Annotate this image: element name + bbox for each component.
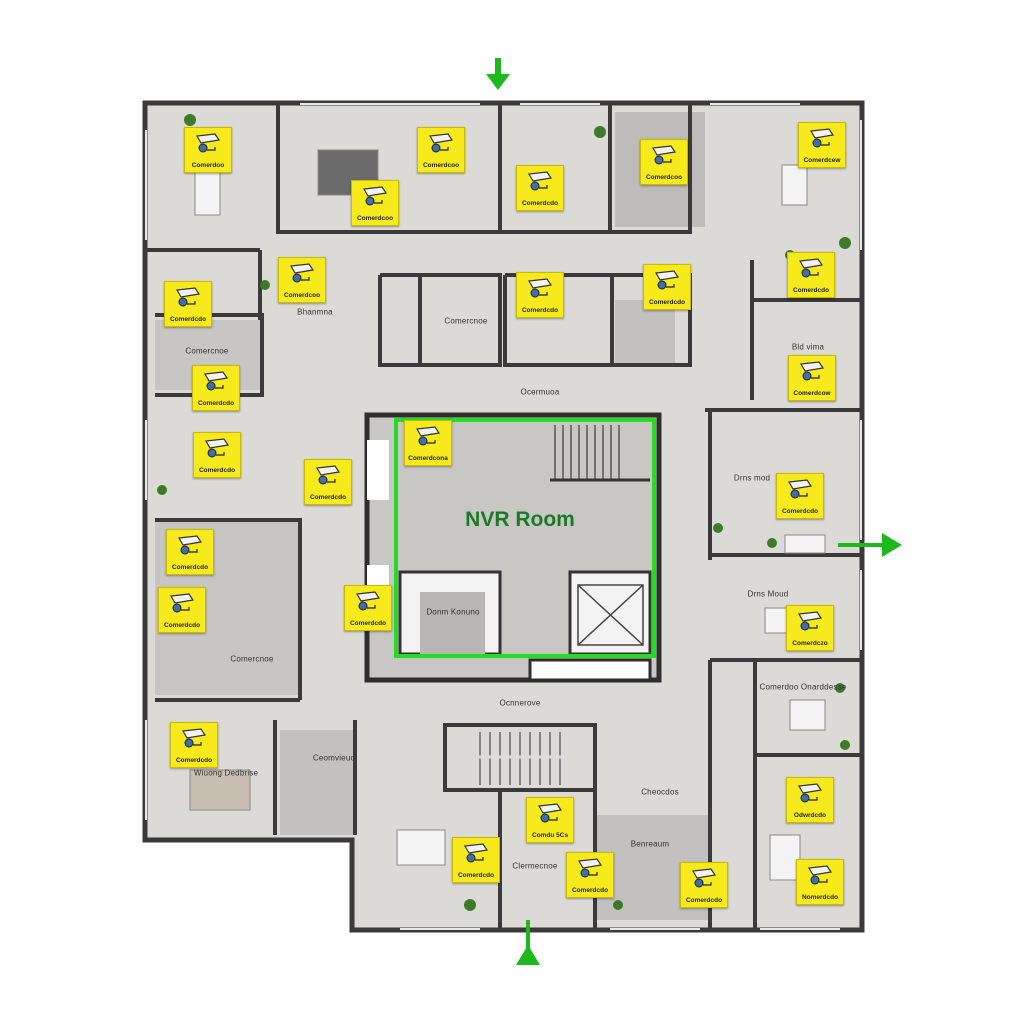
room-label: Benreaum <box>630 839 670 849</box>
camera-label: Comerdcdo <box>781 508 819 515</box>
core-pillar <box>367 565 389 585</box>
camera-label: Comerdcdo <box>171 564 209 571</box>
camera-badge[interactable]: Comdu 5Cs <box>526 797 574 843</box>
camera-label: Comerdcdo <box>349 620 387 627</box>
camera-label: Comerdcew <box>803 157 841 164</box>
room-label: Bhanmna <box>297 307 333 317</box>
camera-badge[interactable]: Comerdcdo <box>787 252 835 298</box>
camera-badge[interactable]: Comerdcdo <box>344 585 392 631</box>
camera-badge[interactable]: Comerdcdo <box>452 837 500 883</box>
camera-badge[interactable]: Comerdcdo <box>516 165 564 211</box>
camera-label: Comerdczo <box>792 640 828 647</box>
camera-badge[interactable]: Comerdcew <box>798 122 846 168</box>
room-label: Comercnoe <box>185 346 229 356</box>
camera-badge[interactable]: Comerdcdo <box>166 529 214 575</box>
main-stairs <box>478 732 565 785</box>
camera-label: Comerdcdo <box>175 757 213 764</box>
camera-badge[interactable]: Comerdcoo <box>351 180 399 226</box>
camera-badge[interactable]: Comerdcdo <box>643 264 691 310</box>
camera-label: Comerdcoo <box>422 162 460 169</box>
camera-label: Comerdcdo <box>309 494 347 501</box>
camera-badge[interactable]: Comerdcona <box>404 420 452 466</box>
arrow-right-icon <box>838 533 902 557</box>
camera-label: Comerdcdo <box>169 316 207 323</box>
camera-label: Comerdcdo <box>648 299 686 306</box>
camera-label: Comerdoo <box>191 162 225 169</box>
camera-label: Comerdcdo <box>198 467 236 474</box>
room-label: Drns Moud <box>747 589 789 599</box>
nvr-stairs <box>550 425 650 482</box>
camera-badge[interactable]: Comerdcoo <box>640 139 688 185</box>
camera-badge[interactable]: Comerdoo <box>184 127 232 173</box>
arrow-up-icon <box>516 920 540 965</box>
camera-label: Comerdcdo <box>521 307 559 314</box>
camera-label: Comerdcdo <box>457 872 495 879</box>
room-label: Comercnoe <box>230 654 274 664</box>
camera-label: Comerdcdo <box>792 287 830 294</box>
camera-label: Nomerdcdo <box>801 894 839 901</box>
camera-badge[interactable]: Comerdcdo <box>776 473 824 519</box>
camera-label: Comerdcoo <box>283 292 321 299</box>
nvr-room-label: NVR Room <box>465 508 575 531</box>
room-label: Wiuong Dedbrise <box>193 768 259 778</box>
camera-label: Comerdcow <box>793 390 831 397</box>
interior-walls <box>145 103 862 930</box>
room-label: Comercnoe <box>444 316 488 326</box>
camera-badge[interactable]: Comerdcdo <box>304 459 352 505</box>
furniture <box>189 149 826 881</box>
room-floor <box>615 300 675 365</box>
camera-badge[interactable]: Comerdcdo <box>566 852 614 898</box>
closet-floor <box>420 592 485 654</box>
camera-badge[interactable]: Comerdcow <box>788 355 836 401</box>
room-label: Drns mod <box>733 473 771 483</box>
plants <box>157 114 851 911</box>
camera-label: Comerdcdo <box>571 887 609 894</box>
arrow-down-icon <box>486 58 510 90</box>
elevator-cross <box>577 584 644 646</box>
core-pillar <box>367 440 389 500</box>
camera-badge[interactable]: Comerdcdo <box>158 587 206 633</box>
nvr-room-outline <box>394 418 656 658</box>
room-floor <box>280 730 355 835</box>
camera-badge[interactable]: Comerdcdo <box>164 281 212 327</box>
camera-badge[interactable]: Odwrdcdo <box>786 777 834 823</box>
room-label: Ceomvieuo <box>312 753 356 763</box>
camera-label: Odwrdcdo <box>793 812 827 819</box>
room-label: Ocermuoa <box>520 387 560 397</box>
camera-badge[interactable]: Comerdcdo <box>170 722 218 768</box>
camera-badge[interactable]: Comerdcdo <box>192 365 240 411</box>
camera-badge[interactable]: Nomerdcdo <box>796 859 844 905</box>
camera-badge[interactable]: Comerdczo <box>786 605 834 651</box>
camera-badge[interactable]: Comerdcdo <box>516 272 564 318</box>
room-label: Ocnnerove <box>499 698 541 708</box>
room-label: Bld vima <box>791 342 825 352</box>
room-label: Donm Konuno <box>426 607 480 617</box>
room-label: Comerdoo Onarddesse <box>759 682 847 692</box>
camera-label: Comerdcdo <box>521 200 559 207</box>
core-bottom <box>528 658 652 682</box>
room-label: Clermecnoe <box>512 861 558 871</box>
windows <box>145 103 862 930</box>
camera-label: Comerdcoo <box>645 174 683 181</box>
camera-label: Comerdcoo <box>356 215 394 222</box>
camera-label: Comdu 5Cs <box>531 832 569 839</box>
camera-label: Comerdcdo <box>197 400 235 407</box>
camera-label: Comerdcdo <box>685 897 723 904</box>
camera-label: Comerdcdo <box>163 622 201 629</box>
camera-badge[interactable]: Comerdcoo <box>278 257 326 303</box>
camera-label: Comerdcona <box>408 455 448 462</box>
camera-badge[interactable]: Comerdcdo <box>680 862 728 908</box>
room-label: Cheocdos <box>641 787 679 797</box>
camera-badge[interactable]: Comerdcoo <box>417 127 465 173</box>
camera-badge[interactable]: Comerdcdo <box>193 432 241 478</box>
